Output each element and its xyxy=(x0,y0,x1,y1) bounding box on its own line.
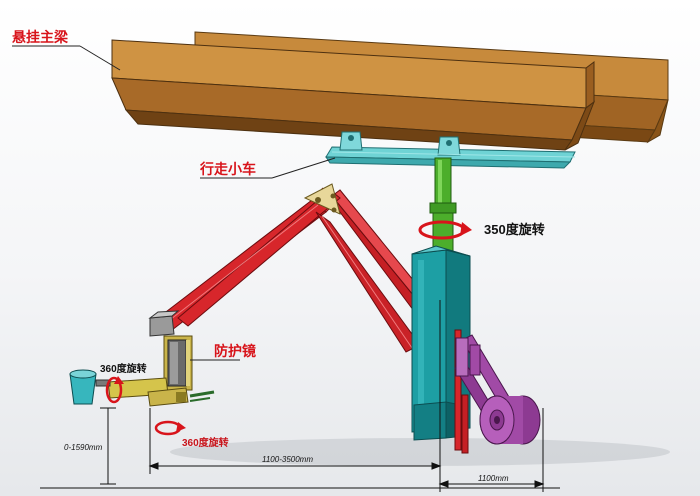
main-beam-front xyxy=(111,39,596,151)
label-rotation-column: 350度旋转 xyxy=(484,222,545,237)
rotation-arrow-tool-icon xyxy=(105,376,124,404)
rotation-arrow-base-icon xyxy=(154,420,186,436)
leader-trolley-diag xyxy=(271,157,336,179)
counterweight-discs xyxy=(479,395,541,445)
dim-horizontal xyxy=(148,300,442,492)
dim-offset xyxy=(438,408,545,492)
leader-main-beam-diag xyxy=(79,45,121,71)
dim-horizontal-label: 1100-3500mm xyxy=(262,455,313,464)
label-trolley: 行走小车 xyxy=(199,161,256,177)
dim-offset-label: 1100mm xyxy=(478,474,509,483)
dim-vertical xyxy=(100,407,116,485)
arm-upper xyxy=(157,189,341,331)
label-shield: 防护镜 xyxy=(214,343,256,359)
shield-frame xyxy=(163,335,193,391)
column-struts xyxy=(454,329,469,454)
label-main-beam: 悬挂主梁 xyxy=(11,29,69,45)
floor-shadow xyxy=(170,438,670,466)
arm-end-block xyxy=(148,310,180,337)
tool-arm xyxy=(107,377,215,407)
pivot-plate xyxy=(303,183,341,215)
tool-cup xyxy=(69,369,111,405)
label-rotation-base: 360度旋转 xyxy=(182,436,229,449)
rotation-arrow-column-icon xyxy=(418,220,472,240)
label-rotation-tool: 360度旋转 xyxy=(100,362,147,375)
dim-vertical-label: 0-1590mm xyxy=(64,443,103,452)
